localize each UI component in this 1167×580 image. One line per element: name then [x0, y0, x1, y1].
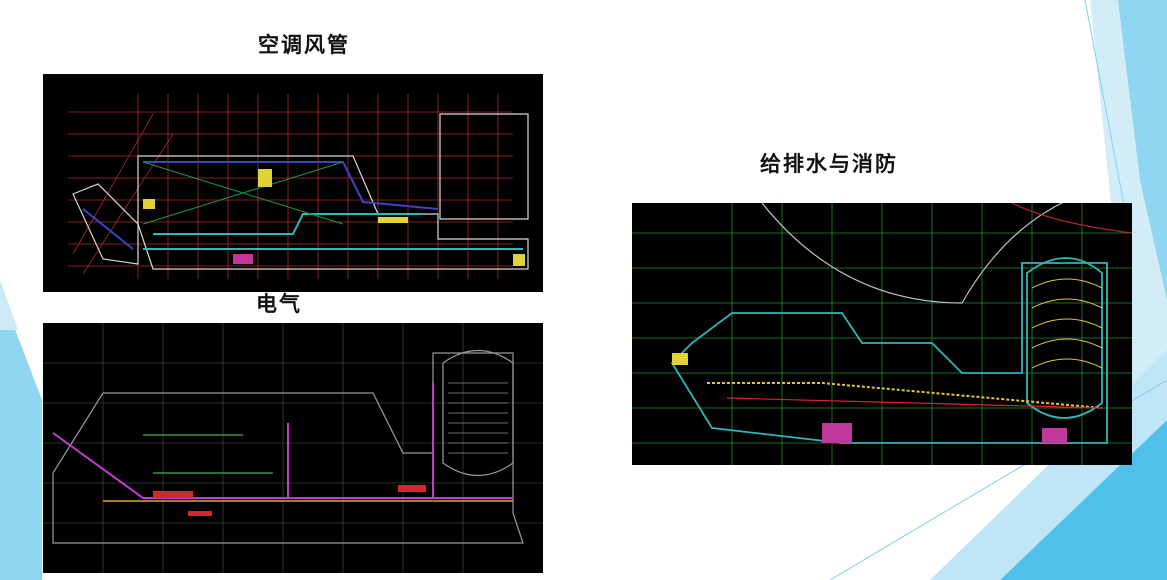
hvac-duct-drawing: [43, 74, 543, 292]
plumbing-grid-lines: [632, 203, 1132, 465]
accent-line-1: [1084, 0, 1126, 211]
caption-electrical: 电气: [256, 291, 302, 316]
electrical-seating: [448, 382, 508, 454]
plumbing-stair-cores: [672, 353, 1067, 443]
plumbing-fire-drawing: [632, 203, 1132, 465]
electrical-cable-runs: [52, 383, 513, 502]
electrical-grid-lines: [43, 323, 543, 573]
accent-shape-right: [1118, 0, 1167, 300]
accent-shape-left-light: [0, 280, 18, 330]
accent-shape-left: [0, 290, 42, 580]
caption-plumbing-fire: 给排水与消防: [760, 151, 898, 176]
hvac-duct-runs: [82, 161, 523, 250]
hvac-grid-lines: [68, 94, 513, 279]
plumbing-building-outline: [670, 257, 1108, 444]
hvac-equipment: [143, 169, 525, 266]
hvac-building-outline: [72, 113, 529, 270]
electrical-drawing: [43, 323, 543, 573]
plumbing-site-curves: [761, 203, 1132, 304]
caption-hvac-ducts: 空调风管: [258, 32, 350, 57]
electrical-building-outline: [52, 350, 524, 544]
plumbing-fire-lines: [707, 278, 1103, 409]
electrical-panels: [153, 485, 426, 516]
